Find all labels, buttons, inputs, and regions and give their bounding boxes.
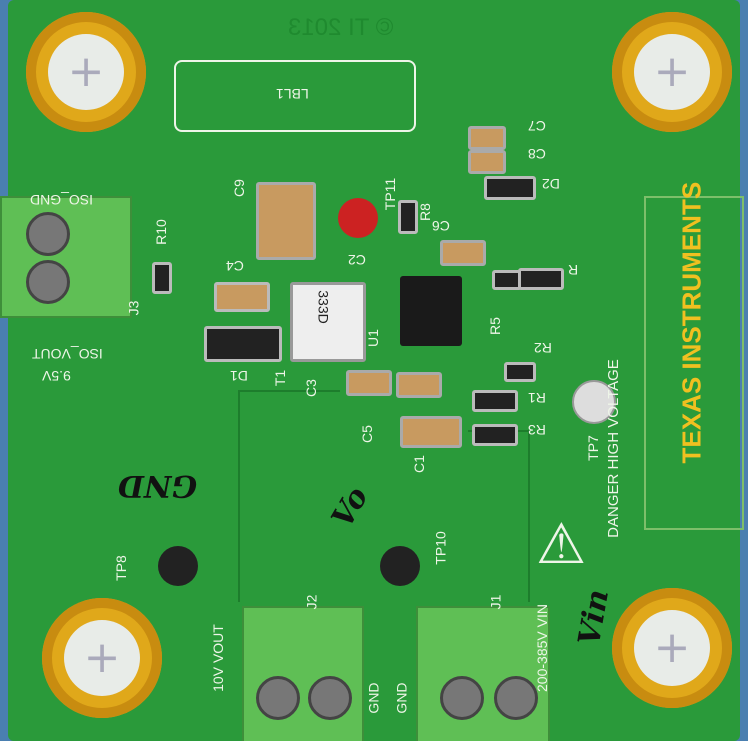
diode-d1	[204, 326, 282, 362]
test-point-tp11	[338, 198, 378, 238]
mounting-hole	[42, 598, 162, 718]
mounting-hole	[612, 12, 732, 132]
warning-triangle-icon: ⚠	[536, 512, 587, 575]
ti-logo: TEXAS INSTRUMENTS	[676, 181, 707, 464]
capacitor-c4	[214, 282, 270, 312]
resistor	[518, 268, 564, 290]
resistor-r8	[398, 200, 418, 234]
terminal-block-j2	[242, 606, 364, 741]
terminal-block-j1	[416, 606, 550, 741]
terminal-block-j3	[0, 196, 132, 318]
handwritten-vin: Vin	[571, 586, 617, 649]
capacitor-c8	[468, 150, 506, 174]
test-point-tp10	[380, 546, 420, 586]
resistor-r3	[472, 424, 518, 446]
label-box: LBL1	[174, 60, 416, 132]
transformer-t1: 333D	[290, 282, 366, 362]
copyright: © TI 2013	[288, 14, 394, 41]
diode-d2	[484, 176, 536, 200]
trace	[468, 430, 530, 602]
mounting-hole	[612, 588, 732, 708]
handwritten-gnd: GND	[118, 468, 198, 503]
test-point-tp8	[158, 546, 198, 586]
resistor-r10	[152, 262, 172, 294]
resistor-r1	[472, 390, 518, 412]
mounting-hole	[26, 12, 146, 132]
test-point-tp7	[572, 380, 616, 424]
capacitor-c9	[256, 182, 316, 260]
capacitor-c7	[468, 126, 506, 150]
resistor-r2	[504, 362, 536, 382]
capacitor-c1	[400, 416, 462, 448]
capacitor-c3	[346, 370, 392, 396]
ti-logo-area: TEXAS INSTRUMENTS	[644, 181, 744, 530]
capacitor-c6	[440, 240, 486, 266]
ic-u1	[400, 276, 462, 346]
capacitor-c5	[396, 372, 442, 398]
high-voltage-warning: DANGER HIGH VOLTAGE	[604, 359, 622, 538]
trace	[238, 390, 340, 602]
